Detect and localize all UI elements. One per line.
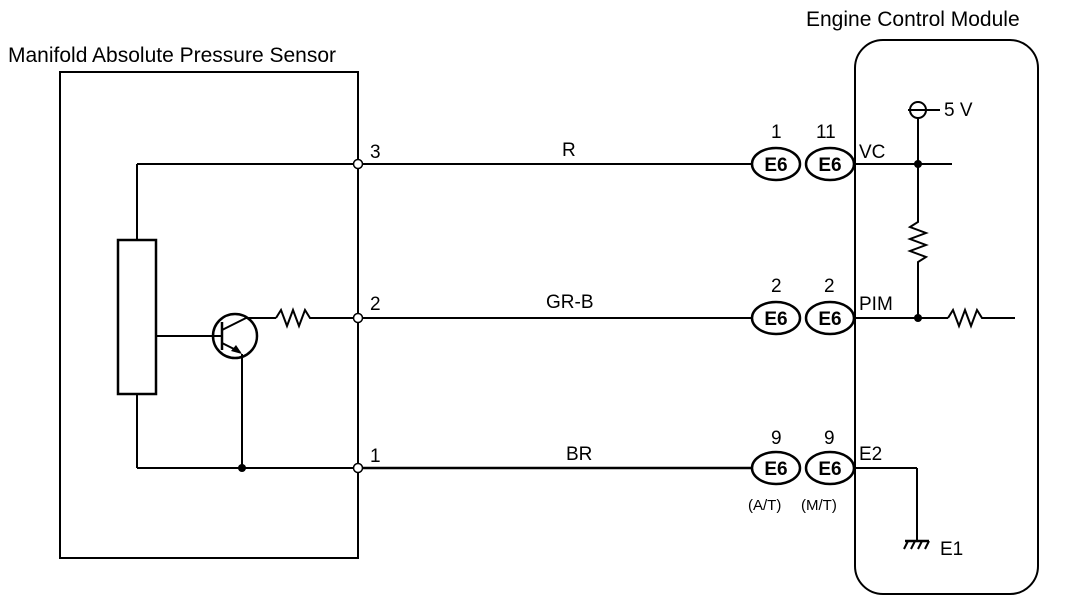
ecm-title: Engine Control Module <box>806 8 1020 31</box>
pin-2-terminal <box>352 312 364 324</box>
transistor-collector <box>221 317 247 331</box>
wire-color-br: BR <box>566 444 592 465</box>
pin-1-terminal <box>352 462 364 474</box>
ecm-ground-e1: E1 <box>940 539 963 560</box>
connector-e6 <box>750 300 802 336</box>
sensor-pin-1: 1 <box>370 446 381 467</box>
connector-label: E6 <box>764 155 787 176</box>
at-note: (A/T) <box>748 497 781 514</box>
junction-dot <box>238 464 246 472</box>
ground-hatch <box>924 540 930 550</box>
connector-e6 <box>750 146 802 182</box>
input-resistor-icon <box>947 307 1015 329</box>
wire-color-gr-b: GR-B <box>546 292 594 313</box>
pullup-resistor-icon <box>907 164 929 318</box>
sensor-box <box>59 71 359 559</box>
mt-note: (M/T) <box>801 497 837 514</box>
connector-pin-label: 11 <box>816 122 836 143</box>
ground-hatch <box>917 540 923 550</box>
sensor-title: Manifold Absolute Pressure Sensor <box>8 44 336 67</box>
ecm-terminal-e2: E2 <box>859 444 882 465</box>
junction-dot <box>914 314 922 322</box>
connector-label: E6 <box>818 155 841 176</box>
connector-pin-label: 2 <box>824 276 835 297</box>
wire-color-r: R <box>562 140 576 161</box>
pin-3-terminal <box>352 158 364 170</box>
connector-pin-label: 9 <box>824 428 835 449</box>
transistor-symbol <box>211 312 259 360</box>
connector-pin-label: 9 <box>771 428 782 449</box>
connector-e6 <box>750 450 802 486</box>
ecm-terminal-vc: VC <box>859 142 885 163</box>
connector-label: E6 <box>764 459 787 480</box>
connector-pin-label: 1 <box>771 122 782 143</box>
supply-voltage: 5 V <box>944 100 973 121</box>
connector-label: E6 <box>818 309 841 330</box>
sensor-pin-3: 3 <box>370 142 381 163</box>
connector-pin-label: 2 <box>771 276 782 297</box>
sensor-pin-2: 2 <box>370 294 381 315</box>
ground-hatch <box>903 540 909 550</box>
connector-label: E6 <box>764 309 787 330</box>
emitter-arrow-icon <box>231 345 242 354</box>
ecm-terminal-pim: PIM <box>859 294 893 315</box>
sensor-resistor-icon <box>275 307 358 329</box>
ground-hatch <box>910 540 916 550</box>
connector-label: E6 <box>818 459 841 480</box>
sensing-element <box>116 238 158 396</box>
